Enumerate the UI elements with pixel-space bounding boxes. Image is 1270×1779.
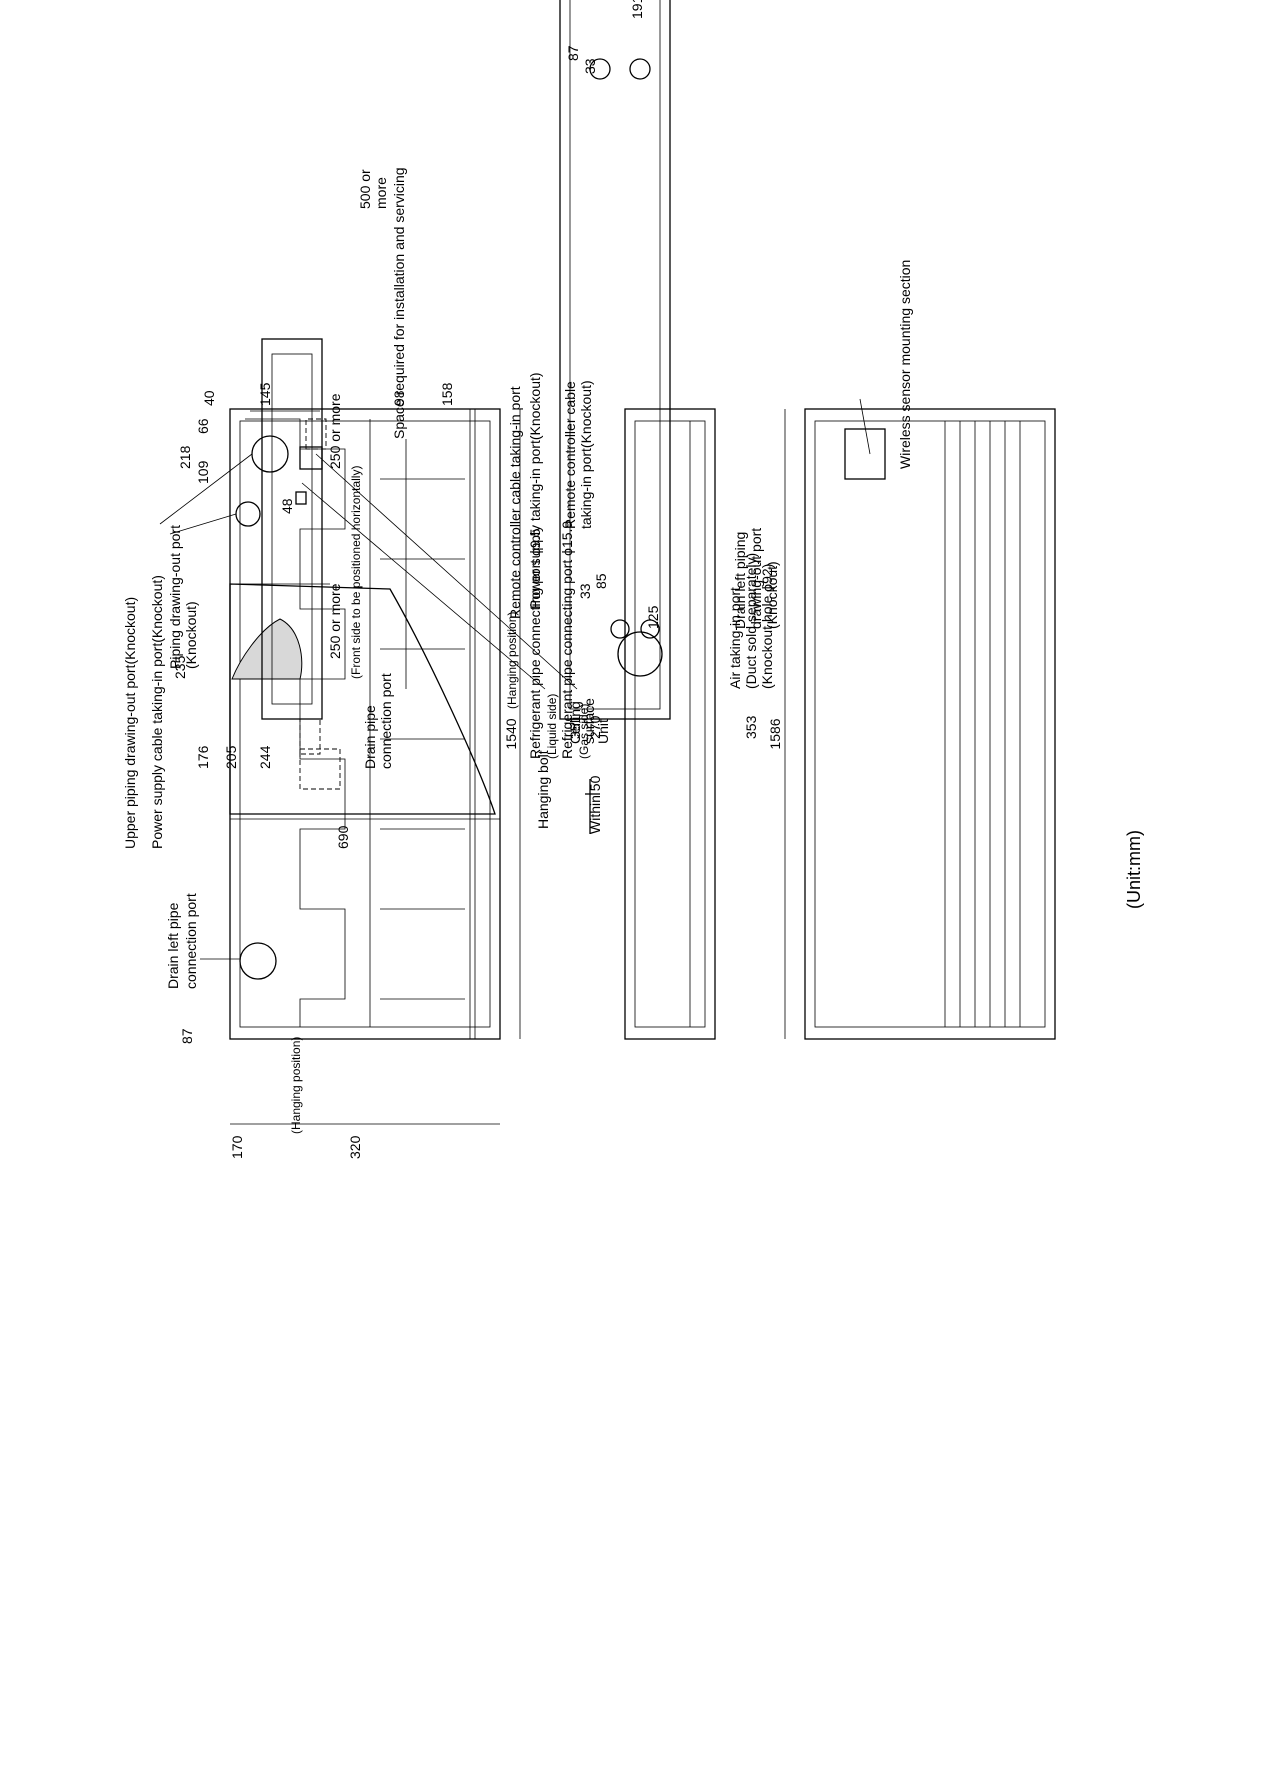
dim-48: 48 (279, 498, 295, 514)
wireless-sensor-box (844, 428, 886, 480)
dim-191: 191 (629, 0, 645, 19)
dim-66: 66 (195, 418, 211, 434)
dim-205: 205 (223, 745, 239, 769)
dim-351: 351 (567, 715, 583, 739)
clear-b: 250 or more (327, 393, 343, 469)
top-view-dimensions: 1540 (Hanging position) 40 145 98 158 21… (177, 382, 521, 1159)
drain-left-piping-label: Drain left piping (732, 532, 748, 629)
ceiling-label: Ceiling (567, 701, 583, 744)
surface-label: surface (581, 698, 597, 744)
dim-125: 125 (645, 605, 661, 629)
rear-power-label: Power supply taking-in port(Knockout) (527, 372, 543, 609)
clear-a: 250 or more (327, 583, 343, 659)
hanging-detail: Hanging bolt Ceiling surface Unit Within… (535, 698, 611, 834)
upper-piping-label: Upper piping drawing-out port(Knockout) (122, 597, 138, 849)
rc-right-label-2: taking-in port(Knockout) (578, 380, 594, 529)
power-port-label: Power supply cable taking-in port(Knocko… (149, 575, 165, 849)
dim-33b: 33 (577, 583, 593, 599)
drain-left-label: Drain left pipe (165, 902, 181, 989)
drain-left-piping-label-3: (Knockout) (764, 561, 780, 629)
side-view-dimensions: 244 205 176 235 690 Piping drawing-out p… (167, 525, 500, 849)
hanging-position-label: (Hanging position) (505, 612, 519, 709)
ref-gas-label: Refrigerant pipe connecting port ϕ15.9 (559, 521, 575, 759)
space-title: Space required for installation and serv… (391, 167, 407, 439)
dim-690: 690 (335, 825, 351, 849)
dim-244: 244 (257, 745, 273, 769)
dim-1586: 1586 (767, 718, 783, 749)
rear-view-dimensions: 191 33 87 85 33 125 351 270 353 Remote c… (507, 0, 780, 739)
unit-note: (Unit:mm) (1124, 830, 1144, 909)
hanging-bolt-label: Hanging bolt (535, 750, 551, 829)
air-port-label-3: (Knockout hole ϕ92) (759, 564, 775, 689)
dim-33a: 33 (582, 58, 598, 74)
dim-170: 170 (229, 1135, 245, 1159)
air-port-label: Air taking-in port (727, 587, 743, 689)
dim-353: 353 (743, 715, 759, 739)
dim-87-rear: 87 (565, 45, 581, 61)
space-required-view: Space required for installation and serv… (261, 167, 407, 720)
dim-158: 158 (439, 382, 455, 406)
dim-109: 109 (195, 460, 211, 484)
front-view-lower: 1586 Wireless sensor mounting section (767, 260, 1056, 1040)
dim-270: 270 (587, 715, 603, 739)
dim-235: 235 (172, 655, 188, 679)
dim-40: 40 (201, 390, 217, 406)
dim-87: 87 (179, 1028, 195, 1044)
dim-85: 85 (593, 573, 609, 589)
dim-218: 218 (177, 445, 193, 469)
side-view (229, 583, 496, 815)
within-50-label: Within 50 (587, 775, 603, 834)
dim-320: 320 (347, 1135, 363, 1159)
top-view-callouts: Upper piping drawing-out port(Knockout) … (122, 453, 591, 989)
drain-pipe-label: Drain pipe (362, 705, 378, 769)
top-view (229, 408, 501, 1040)
rc-right-label: Remote controller cable (562, 381, 578, 529)
dim-145: 145 (257, 382, 273, 406)
ref-liquid-label: Refrigerant pipe connecting port ϕ9.5 (527, 528, 543, 759)
piping-port-label: Piping drawing-out port (167, 525, 183, 669)
front-view-upper (624, 408, 716, 1040)
dim-176: 176 (195, 745, 211, 769)
drain-pipe-label-2: connection port (378, 673, 394, 769)
wireless-label: Wireless sensor mounting section (897, 260, 913, 469)
dim-98: 98 (391, 390, 407, 406)
gas-side-label: (Gas side) (577, 704, 591, 759)
unit-label: Unit (595, 719, 611, 744)
hanging-position-label-2: (Hanging position) (289, 1037, 303, 1134)
rear-view (559, 0, 671, 720)
liquid-side-label: (Liquid side) (545, 694, 559, 759)
clear-top-2: more (373, 177, 389, 209)
front-note: (Front side to be positioned horizontall… (349, 466, 363, 679)
air-port-label-2: (Duct sold separately) (743, 553, 759, 689)
dim-1540: 1540 (503, 718, 519, 749)
clear-top: 500 or (357, 169, 373, 209)
piping-knockout-label: (Knockout) (183, 601, 199, 669)
rc-port-label: Remote controller cable taking-in port (507, 386, 523, 619)
drain-left-piping-label-2: drawing-out port (748, 528, 764, 629)
drain-left-label-2: connection port (183, 893, 199, 989)
